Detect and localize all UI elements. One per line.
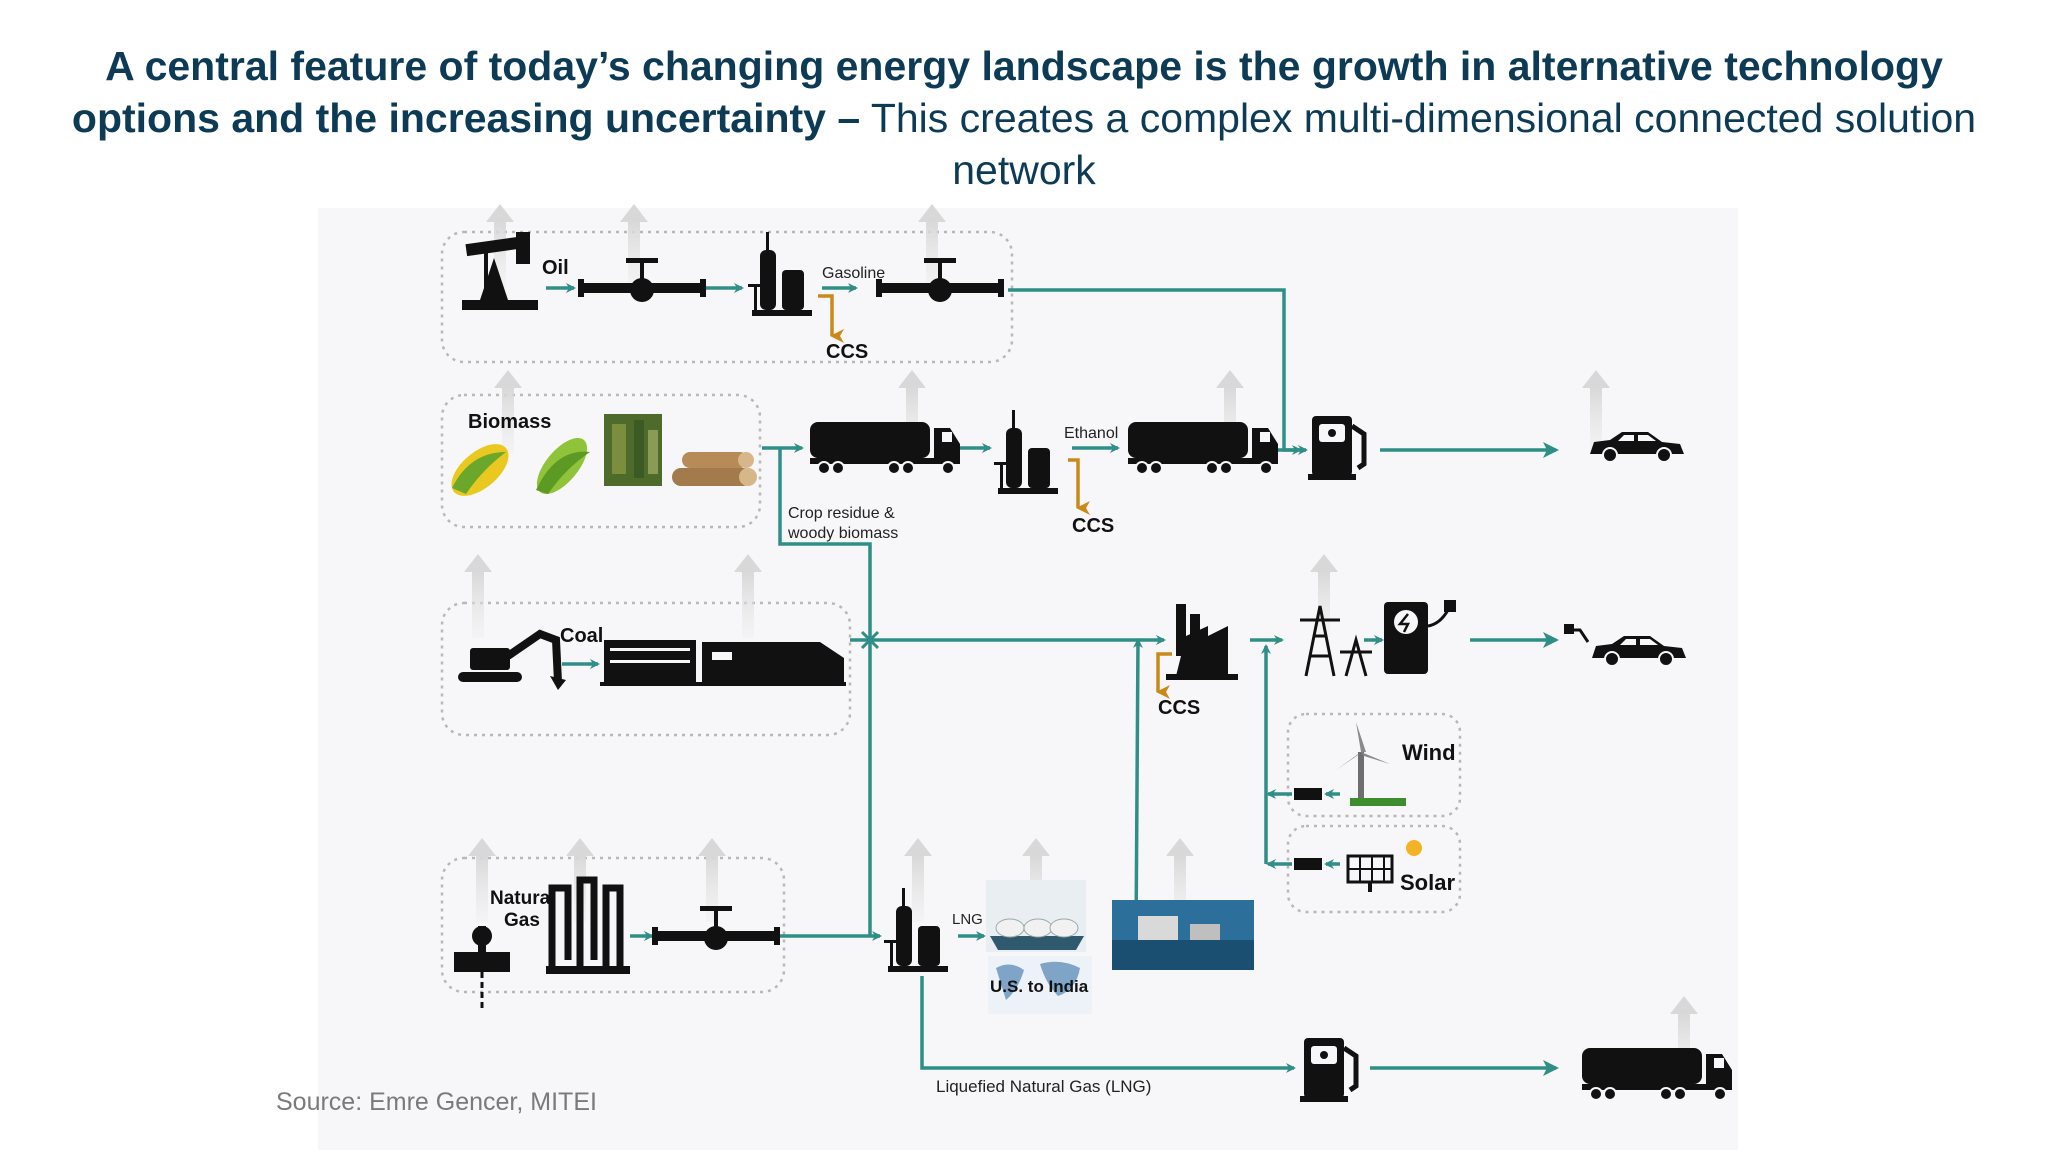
- lng-label: LNG: [952, 911, 983, 928]
- gas-wellhead-icon: [454, 926, 510, 1010]
- oil-pumpjack-icon: [462, 232, 538, 310]
- transmission-tower-icon: [1300, 605, 1372, 677]
- gasoline-label: Gasoline: [822, 265, 885, 282]
- title-regular-text: This creates a complex multi-dimensional…: [870, 95, 1977, 193]
- solar-label: Solar: [1400, 870, 1455, 895]
- lng-full-label: Liquefied Natural Gas (LNG): [936, 1077, 1151, 1096]
- gasoline-pipeline-icon: [876, 258, 1004, 302]
- ethanol-label: Ethanol: [1064, 425, 1118, 442]
- ccs-label-oil: CCS: [826, 341, 868, 363]
- wind-label: Wind: [1402, 740, 1456, 765]
- coal-group-box: [440, 601, 852, 737]
- oil-label: Oil: [542, 257, 569, 279]
- lng-fuel-pump-icon: [1300, 1038, 1356, 1102]
- natural-gas-label-1: Natural: [490, 888, 555, 909]
- biomass-group-box: [440, 393, 762, 529]
- natural-gas-label-2: Gas: [504, 910, 540, 931]
- ccs-label-biomass: CCS: [1072, 515, 1114, 537]
- title-bold-text: A central feature of today’s changing en…: [71, 43, 1943, 141]
- electric-car-icon: [1564, 624, 1687, 667]
- wood-logs-icon: [672, 452, 757, 486]
- lng-ship-photo: [986, 880, 1086, 952]
- tanker-truck-icon: [809, 421, 961, 475]
- oil-refinery-icon: [748, 232, 812, 316]
- crop-residue-label: Crop residue &: [788, 505, 895, 522]
- biomass-label: Biomass: [468, 411, 551, 433]
- world-map-image: [988, 956, 1092, 1014]
- lng-terminal-photo: [1112, 900, 1254, 970]
- battery-icon-solar: [1294, 858, 1322, 870]
- car-icon: [1589, 431, 1685, 463]
- battery-icon-wind: [1294, 788, 1322, 800]
- us-to-india-label: U.S. to India: [990, 977, 1089, 996]
- lng-truck-icon: [1581, 1047, 1733, 1101]
- ccs-label-power: CCS: [1158, 697, 1200, 719]
- ethanol-truck-icon: [1127, 421, 1279, 475]
- coal-train-icon: [600, 640, 846, 686]
- slide-title: A central feature of today’s changing en…: [40, 40, 2008, 196]
- source-citation: Source: Emre Gencer, MITEI: [276, 1088, 597, 1116]
- grass-photo: [604, 414, 662, 486]
- ethanol-refinery-icon: [994, 410, 1058, 494]
- corn-icon: [451, 437, 590, 496]
- ev-charger-icon: [1384, 600, 1456, 674]
- fuel-pump-icon: [1308, 416, 1364, 480]
- gas-group-box: [440, 856, 786, 994]
- coal-label: Coal: [560, 625, 603, 647]
- woody-biomass-label: woody biomass: [787, 525, 898, 542]
- pipeline-valve-icon: [578, 258, 706, 302]
- wind-turbine-icon: [1336, 722, 1406, 806]
- power-plant-icon: [1166, 604, 1238, 680]
- gas-processing-icon: [548, 876, 624, 972]
- gas-pipeline-icon: [652, 906, 780, 950]
- solar-panel-icon: [1346, 840, 1422, 892]
- excavator-icon: [458, 629, 566, 690]
